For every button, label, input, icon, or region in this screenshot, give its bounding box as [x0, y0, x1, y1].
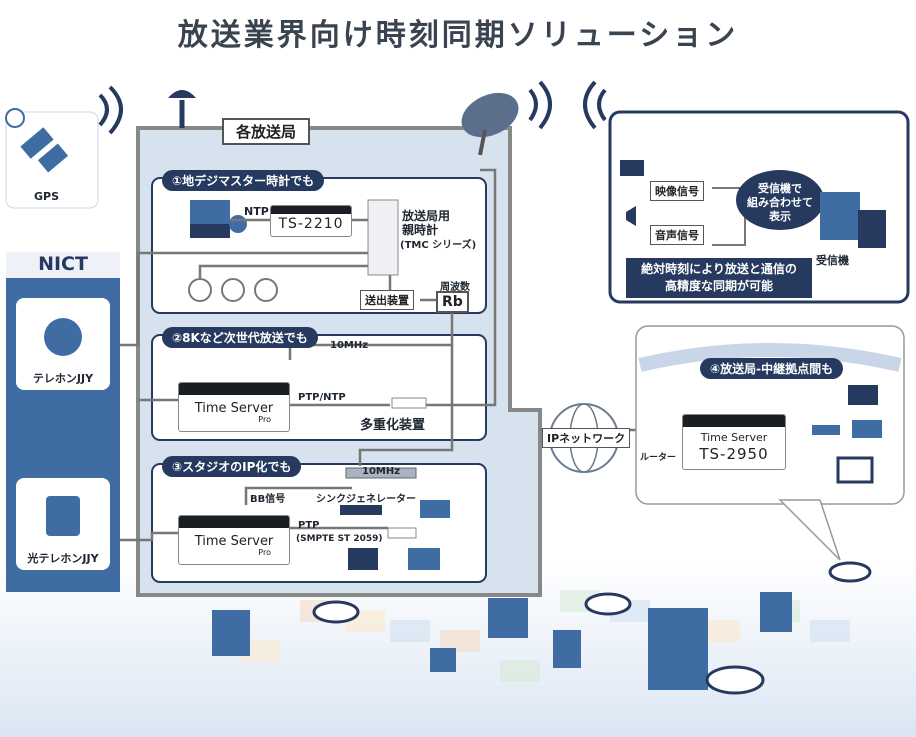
time-server-2-name: Time Server [194, 401, 274, 416]
receiver-bubble: 受信機で 組み合わせて 表示 [740, 182, 820, 224]
master-clock-line3: (TMC シリーズ) [400, 240, 477, 251]
ts2950-model: TS-2950 [699, 445, 769, 463]
telephone-icon [44, 318, 82, 356]
router-label: ルーター [640, 453, 677, 463]
time-server-3-sub: Pro [258, 548, 271, 557]
nict-label: NICT [38, 253, 88, 275]
section3-freq: 10MHz [362, 466, 401, 477]
ntp-label: NTP [244, 205, 269, 218]
section2-heading: ②8Kなど次世代放送でも [162, 327, 318, 348]
fax-icon [46, 496, 80, 536]
receiver-caption: 絶対時刻により放送と通信の 高精度な同期が可能 [626, 258, 812, 298]
caption-line2: 高精度な同期が可能 [664, 279, 773, 293]
receiver-label: 受信機 [816, 254, 849, 267]
caption-line1: 絶対時刻により放送と通信の [641, 262, 797, 276]
freq-label: 周波数 [440, 282, 470, 293]
telephone-jjy-card: テレホンJJY [16, 298, 110, 390]
ts2210-device: TS-2210 [270, 205, 352, 237]
audio-signal-label: 音声信号 [650, 225, 704, 245]
telephone-jjy-label: テレホンJJY [32, 372, 94, 385]
section2-protocol: PTP/NTP [298, 392, 346, 403]
master-clock-line2: 親時計 [402, 223, 439, 237]
section2-freq: 10MHz [330, 340, 369, 351]
relay-heading: ④放送局-中継拠点間も [700, 358, 844, 379]
section3-protocol: PTP [298, 520, 320, 531]
rb-device: Rb [436, 291, 469, 313]
section1-heading: ①地デジマスター時計でも [162, 170, 325, 191]
optical-jjy-label: 光テレホンJJY [27, 552, 99, 565]
optical-jjy-card: 光テレホンJJY [16, 478, 110, 570]
ip-network-label: IPネットワーク [542, 428, 631, 448]
bb-signal-label: BB信号 [250, 494, 286, 505]
sender-device: 送出装置 [360, 290, 414, 310]
sync-generator-label: シンクジェネレーター [316, 494, 416, 505]
master-clock-line1: 放送局用 [402, 209, 451, 223]
ts2950-device: Time Server TS-2950 [682, 414, 786, 470]
section3-heading: ③スタジオのIP化でも [162, 456, 302, 477]
bubble-line3: 表示 [769, 210, 791, 223]
ts2950-name: Time Server [700, 431, 768, 444]
station-label: 各放送局 [222, 118, 311, 145]
time-server-2-sub: Pro [258, 415, 271, 424]
time-server-2: Time Server Pro [178, 382, 290, 432]
bubble-line1: 受信機で [758, 182, 802, 195]
bubble-line2: 組み合わせて [747, 196, 813, 209]
time-server-3-name: Time Server [194, 534, 274, 549]
ts2210-label: TS-2210 [278, 216, 344, 232]
page-title: 放送業界向け時刻同期ソリューション [177, 18, 739, 53]
time-server-3: Time Server Pro [178, 515, 290, 565]
gps-label: GPS [34, 190, 60, 203]
video-signal-label: 映像信号 [650, 181, 704, 201]
multiplexer-label: 多重化装置 [360, 418, 426, 433]
section3-protocol-std: (SMPTE ST 2059) [296, 534, 383, 544]
